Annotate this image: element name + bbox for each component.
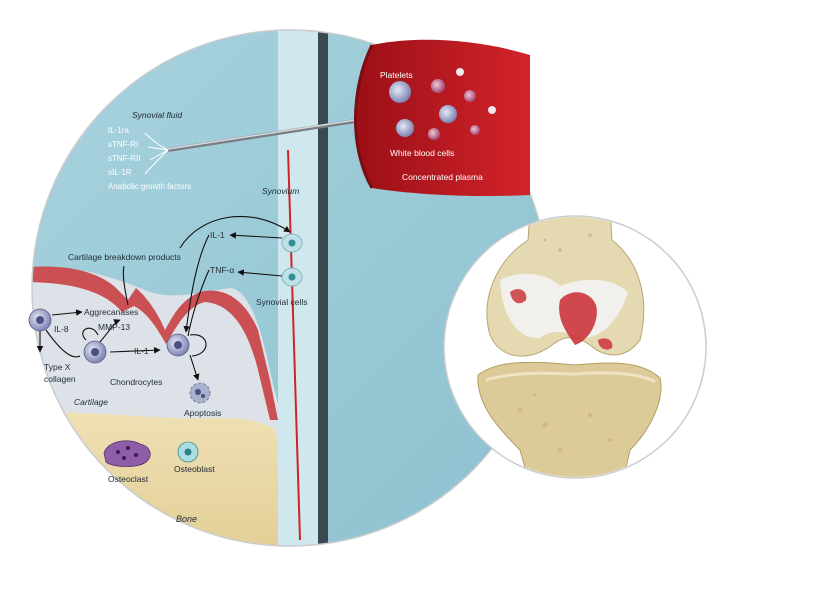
osteoblast-label: Osteoblast xyxy=(174,464,215,474)
synovium-tnf-label: TNF-α xyxy=(210,265,234,275)
fluid-item-growth-factors: Anabolic growth factors xyxy=(108,182,191,191)
chondrocyte-cell xyxy=(28,308,52,332)
synovial-fluid-title: Synovial fluid xyxy=(132,110,182,120)
synovium-label: Synovium xyxy=(262,186,299,196)
synovial-cells-label: Synovial cells xyxy=(256,297,308,307)
pathway-arrows xyxy=(36,215,291,381)
synovium-il1-label: IL-1 xyxy=(210,230,225,240)
apoptosis-label: Apoptosis xyxy=(184,408,221,418)
femur-cartilage-lesion xyxy=(559,292,597,345)
bone-region xyxy=(32,412,285,546)
fluid-item-il1ra: IL-1ra xyxy=(108,126,129,135)
cartilage-breakdown-label: Cartilage breakdown products xyxy=(68,252,181,262)
fluid-item-stnfrii: sTNF-RII xyxy=(108,154,140,163)
aggrecanases-label: Aggrecanases xyxy=(84,307,138,317)
platelets-label: Platelets xyxy=(380,70,413,80)
chondrocyte-cell xyxy=(166,333,190,357)
synovium-inflamed-line xyxy=(287,149,301,541)
osteoclast-cell xyxy=(103,440,151,467)
concentrated-plasma-label: Concentrated plasma xyxy=(402,172,483,182)
fluid-item-sil1r: sIL-1R xyxy=(108,168,132,177)
osteoclast-label: Osteoclast xyxy=(108,474,149,484)
synovial-fluid-list: IL-1ra sTNF-RI sTNF-RII sIL-1R Anabolic … xyxy=(108,126,191,191)
cartilage-label: Cartilage xyxy=(74,397,108,407)
white-blood-cell-group xyxy=(389,68,496,140)
type-x-label-line2: collagen xyxy=(44,374,76,384)
synovial-cell xyxy=(281,233,303,253)
mmp13-label: MMP-13 xyxy=(98,322,130,332)
chondrocyte-il1-label: IL-1 xyxy=(134,346,149,356)
chondrocyte-cell xyxy=(83,340,107,364)
synovial-cell xyxy=(281,267,303,287)
prp-syringe xyxy=(354,39,530,197)
chondrocytes-label: Chondrocytes xyxy=(110,377,162,387)
fluid-item-stnfri: sTNF-RI xyxy=(108,140,138,149)
il8-label: IL-8 xyxy=(54,324,69,334)
white-blood-cells-label: White blood cells xyxy=(390,148,454,158)
bone-label: Bone xyxy=(176,514,197,524)
knee-joint-illustration xyxy=(445,217,705,477)
cartilage-surface-damage xyxy=(32,266,278,420)
type-x-label-line1: Type X xyxy=(44,362,71,372)
tibia xyxy=(477,361,662,477)
apoptotic-cell xyxy=(189,382,211,404)
osteoblast-cell xyxy=(177,441,199,463)
